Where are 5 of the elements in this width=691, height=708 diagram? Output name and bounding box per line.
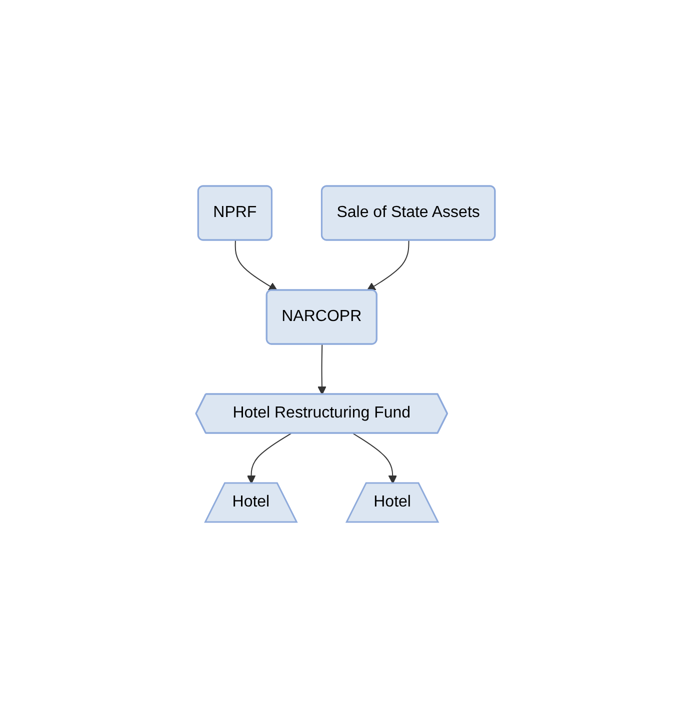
arrow xyxy=(352,433,398,484)
arrow xyxy=(246,433,292,484)
arrow xyxy=(234,240,278,291)
arrow xyxy=(318,344,326,395)
arrow xyxy=(366,240,410,291)
